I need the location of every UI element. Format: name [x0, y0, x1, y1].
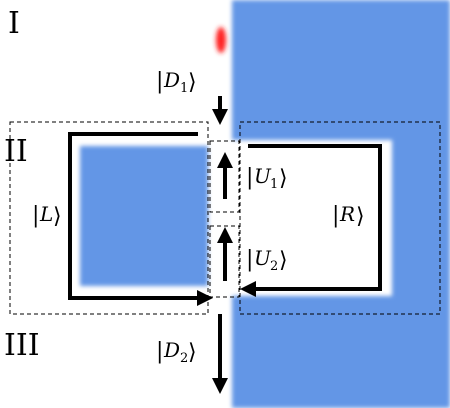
ket-l: | L ⟩ [32, 202, 62, 229]
svg-text:⟩: ⟩ [356, 204, 365, 229]
left-loop-path [68, 132, 213, 306]
svg-text:⟩: ⟩ [53, 204, 62, 229]
material-regions [80, 0, 450, 408]
region-label-iii: III [4, 328, 40, 363]
right-material [232, 0, 450, 408]
edge-paths [68, 96, 382, 394]
left-dashed-region [9, 121, 209, 315]
ket-u2-letter: U [254, 246, 272, 270]
ket-u1-letter: U [254, 164, 272, 188]
right-dashed-region [239, 121, 441, 315]
ket-r-letter: R [339, 202, 355, 226]
u1-dashed-box [209, 140, 240, 213]
ket-u1: | U 1 ⟩ [246, 164, 288, 192]
region-label-ii: II [4, 134, 28, 169]
svg-text:|: | [156, 339, 163, 364]
dashed-boxes [9, 121, 441, 315]
svg-text:⟩: ⟩ [188, 70, 197, 95]
u2-dashed-box [209, 225, 240, 298]
ket-d1: | D 1 ⟩ [156, 68, 197, 96]
ket-u1-sub: 1 [270, 177, 278, 192]
svg-text:⟩: ⟩ [188, 340, 197, 365]
left-material [80, 146, 208, 286]
ket-u2: | U 2 ⟩ [246, 246, 288, 274]
ket-d2-letter: D [163, 338, 180, 362]
svg-text:|: | [332, 203, 339, 228]
svg-text:⟩: ⟩ [279, 166, 288, 191]
svg-text:⟩: ⟩ [279, 248, 288, 273]
ket-d1-sub: 1 [180, 81, 188, 96]
ket-l-letter: L [39, 202, 53, 226]
ket-r: | R ⟩ [332, 202, 365, 229]
region-label-i: I [8, 6, 20, 41]
right-loop-path [240, 144, 382, 297]
source-emitter-icon [216, 27, 226, 53]
svg-text:|: | [32, 203, 39, 228]
ket-d2-sub: 2 [180, 351, 188, 366]
svg-text:|: | [246, 247, 253, 272]
ket-d1-letter: D [163, 68, 180, 92]
svg-text:|: | [156, 69, 163, 94]
ket-d2: | D 2 ⟩ [156, 338, 197, 366]
ket-u2-sub: 2 [270, 259, 278, 274]
svg-text:|: | [246, 165, 253, 190]
